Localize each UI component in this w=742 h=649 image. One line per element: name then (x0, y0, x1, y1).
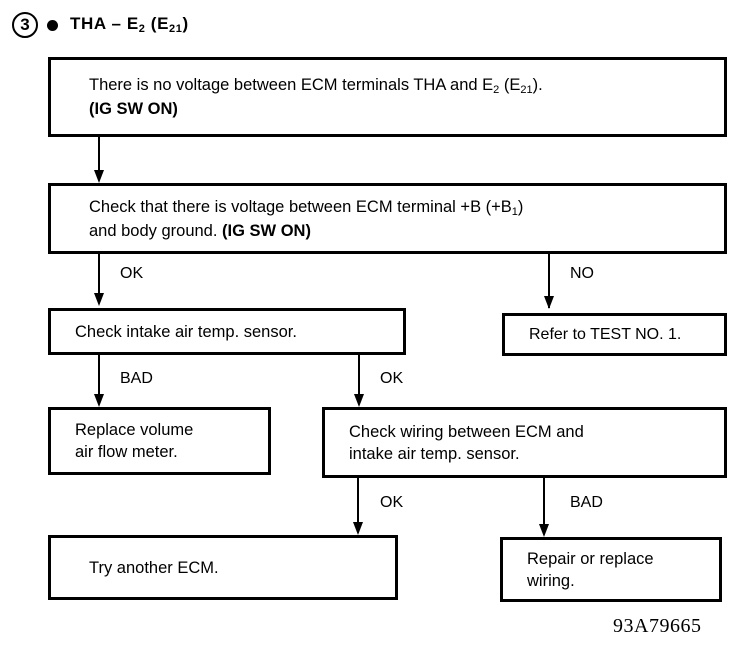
node-1-line-2: (IG SW ON) (89, 100, 178, 118)
connector-line-ok-3 (357, 478, 359, 526)
node-1-line-1: There is no voltage between ECM terminal… (89, 74, 724, 98)
node-7-line-1: Try another ECM. (89, 558, 219, 577)
edge-label-ok-3: OK (380, 494, 404, 511)
connector-arrowhead-ok-2 (354, 394, 364, 407)
node-6-line-2: intake air temp. sensor. (349, 444, 520, 463)
title-sub-21: 21 (169, 23, 183, 35)
bullet-dot-icon (47, 20, 58, 31)
node-2-text-b: ) (517, 197, 524, 216)
title-sub-2: 2 (138, 23, 146, 35)
connector-line-no-1 (548, 254, 550, 308)
edge-label-no-1: NO (570, 265, 594, 282)
title-paren-close: ) (182, 14, 189, 33)
connector-arrowhead-ok-1 (94, 293, 104, 306)
node-4-line-1: Refer to TEST NO. 1. (529, 325, 682, 343)
connector-arrowhead-1 (94, 170, 104, 183)
node-3-line-1: Check intake air temp. sensor. (75, 322, 297, 341)
node-2-line-2: and body ground. (IG SW ON) (89, 220, 724, 242)
connector-line-ok-1 (98, 254, 100, 296)
node-check-voltage-plus-b: Check that there is voltage between ECM … (48, 183, 727, 254)
node-replace-volume-air-flow-meter: Replace volume air flow meter. (48, 407, 271, 475)
node-8-line-2: wiring. (527, 571, 575, 590)
node-1-text-a: There is no voltage between ECM terminal… (89, 76, 494, 94)
title-paren-open: (E (145, 14, 170, 33)
node-1-sub-a: 2 (493, 84, 500, 96)
node-2-sub-a: 1 (511, 205, 518, 218)
connector-arrowhead-bad-1 (94, 394, 104, 407)
node-6-line-1: Check wiring between ECM and (349, 422, 584, 441)
node-5-line-1: Replace volume (75, 421, 194, 439)
title-dash: – (111, 14, 122, 33)
edge-label-ok-2: OK (380, 370, 404, 387)
edge-label-bad-1: BAD (120, 370, 153, 387)
step-number-badge: 3 (12, 12, 38, 38)
node-5-line-2: air flow meter. (75, 443, 178, 461)
node-refer-to-test-no-1: Refer to TEST NO. 1. (502, 313, 727, 356)
node-1-text-c: ). (532, 76, 543, 94)
edge-label-bad-2: BAD (570, 494, 603, 511)
diagram-header: 3 THA – E2 (E21) (0, 0, 742, 46)
node-2-text-c: and body ground. (89, 221, 223, 240)
page-title: THA – E2 (E21) (70, 14, 189, 35)
connector-line-1 (98, 137, 100, 173)
connector-arrowhead-ok-3 (353, 522, 363, 535)
edge-label-ok-1: OK (120, 265, 144, 282)
connector-arrowhead-bad-2 (539, 524, 549, 537)
node-1-sub-b: 21 (520, 84, 533, 96)
node-2-text-d: (IG SW ON) (222, 221, 311, 240)
node-2-line-1: Check that there is voltage between ECM … (89, 196, 724, 220)
node-try-another-ecm: Try another ECM. (48, 535, 398, 600)
connector-line-ok-2 (358, 355, 360, 397)
connector-arrowhead-no-1 (544, 296, 554, 309)
node-2-text-a: Check that there is voltage between ECM … (89, 197, 512, 216)
node-8-line-1: Repair or replace (527, 549, 654, 568)
title-part-e2: E (121, 14, 139, 33)
title-part-tha: THA (70, 14, 112, 33)
node-no-voltage-tha-e2: There is no voltage between ECM terminal… (48, 57, 727, 137)
node-check-intake-air-temp-sensor: Check intake air temp. sensor. (48, 308, 406, 355)
connector-line-bad-2 (543, 478, 545, 528)
node-check-wiring-ecm-sensor: Check wiring between ECM and intake air … (322, 407, 727, 478)
node-repair-or-replace-wiring: Repair or replace wiring. (500, 537, 722, 602)
node-1-text-b: (E (499, 76, 521, 94)
connector-line-bad-1 (98, 355, 100, 397)
figure-reference-code: 93A79665 (613, 615, 702, 637)
